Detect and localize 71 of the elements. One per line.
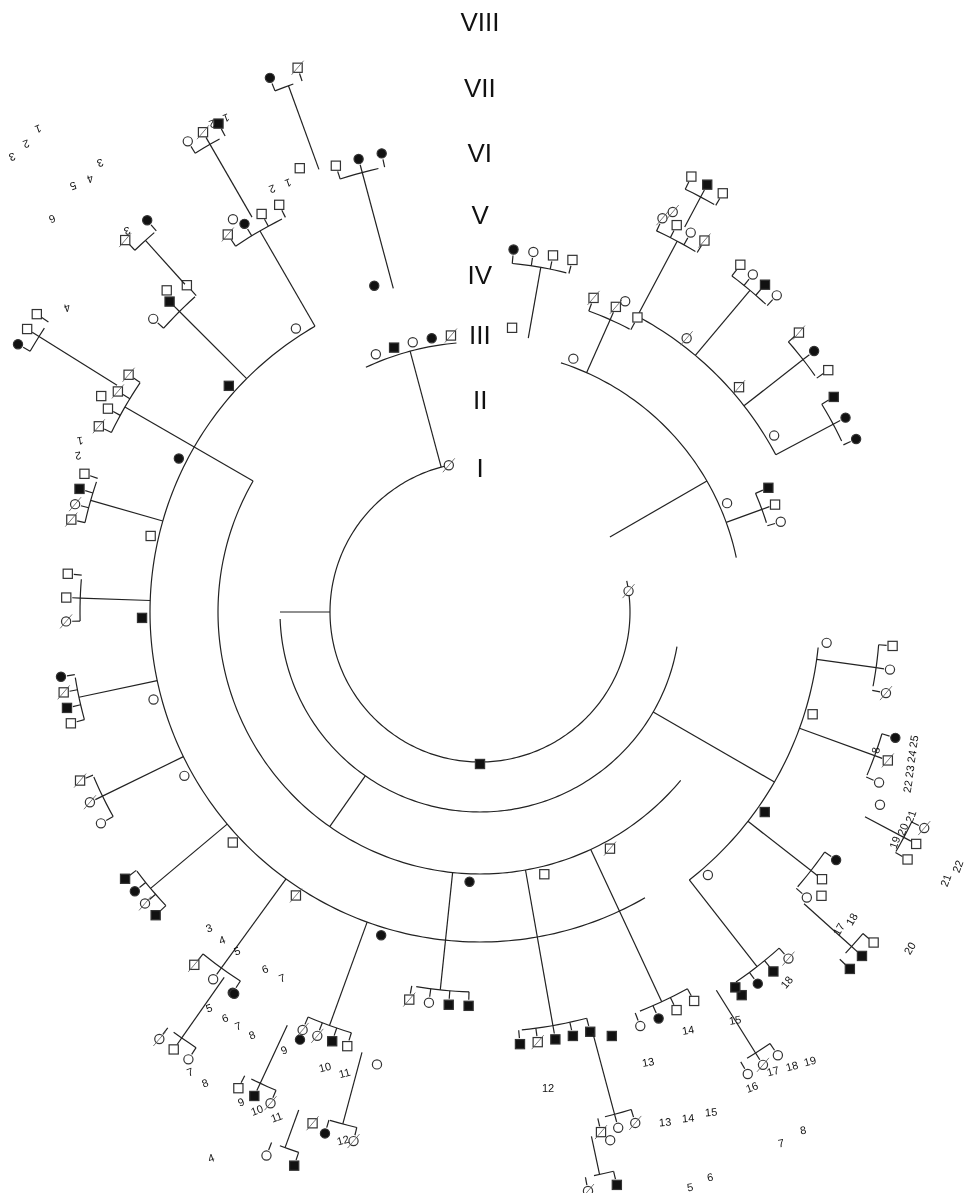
individual-number: 23 xyxy=(903,764,917,778)
generation-numeral: IV xyxy=(467,262,493,288)
individual-number: 7 xyxy=(233,1019,243,1033)
individual-number: 11 xyxy=(268,1109,284,1125)
individual-number: 25 xyxy=(907,734,921,748)
individual-number: 3 xyxy=(95,155,105,169)
individual-number: 1 xyxy=(283,175,293,189)
individual-number: 10 xyxy=(317,1060,333,1074)
individual-number: 3 xyxy=(122,223,132,237)
individual-number: 14 xyxy=(681,1023,696,1037)
individual-number: 4 xyxy=(62,300,72,314)
individual-number: 2 xyxy=(21,136,31,150)
individual-number: 6 xyxy=(220,1011,230,1025)
generation-numeral: II xyxy=(473,387,488,413)
individual-number: 24 xyxy=(905,749,919,763)
individual-number: 17 xyxy=(831,920,847,938)
individual-number: 16 xyxy=(744,1079,760,1095)
individual-number: 14 xyxy=(681,1112,695,1124)
individual-number: 4 xyxy=(85,171,95,185)
individual-number: 3 xyxy=(7,149,17,163)
individual-number: 13 xyxy=(658,1116,672,1128)
individual-number: 21 xyxy=(903,808,919,824)
individual-number: 12 xyxy=(335,1133,351,1147)
individual-number: 1 xyxy=(221,110,231,124)
individual-number: 1 xyxy=(76,434,85,446)
individual-number: 5 xyxy=(686,1181,695,1193)
individual-number: 20 xyxy=(902,939,918,957)
individual-number: 15 xyxy=(704,1106,718,1118)
individual-number: 8 xyxy=(870,746,882,754)
individual-number: 2 xyxy=(74,449,83,461)
individual-number: 5 xyxy=(232,944,242,958)
individual-number: 4 xyxy=(217,933,227,947)
individual-number: 21 xyxy=(938,872,954,888)
individual-number: 22 xyxy=(950,858,966,874)
generation-numeral: VIII xyxy=(460,9,500,35)
individual-number: 11 xyxy=(337,1066,352,1080)
generation-numeral: I xyxy=(476,455,484,481)
individual-number: 18 xyxy=(778,973,796,991)
individual-number: 2 xyxy=(207,116,217,130)
individual-number: 6 xyxy=(260,962,270,976)
individual-number: 19 xyxy=(887,834,903,850)
individual-number: 7 xyxy=(185,1065,195,1079)
individual-number: 22 xyxy=(901,779,915,793)
individual-number: 17 xyxy=(765,1064,781,1078)
individual-number: 3 xyxy=(204,921,214,935)
individual-number: 15 xyxy=(728,1013,743,1027)
individual-number: 8 xyxy=(247,1028,257,1042)
generation-numeral: VI xyxy=(467,140,493,166)
individual-number: 8 xyxy=(799,1124,808,1136)
individual-number: 2 xyxy=(267,181,277,195)
individual-number: 20 xyxy=(895,821,911,837)
generation-numeral: V xyxy=(471,202,489,228)
individual-number: 6 xyxy=(706,1171,715,1183)
individual-number: 8 xyxy=(200,1076,210,1090)
individual-number: 18 xyxy=(784,1059,800,1073)
individual-number: 6 xyxy=(47,211,57,225)
individual-number: 13 xyxy=(641,1055,656,1069)
generation-numeral: III xyxy=(469,322,491,348)
individual-number: 19 xyxy=(802,1054,818,1068)
individual-number: 5 xyxy=(204,1001,214,1015)
individual-number: 9 xyxy=(236,1095,246,1109)
individual-number: 18 xyxy=(844,910,860,928)
individual-number: 7 xyxy=(277,971,287,985)
individual-number: 4 xyxy=(206,1151,216,1165)
individual-number: 1 xyxy=(33,121,43,135)
individual-number: 5 xyxy=(68,178,78,192)
individual-number: 7 xyxy=(777,1137,786,1149)
individual-number: 9 xyxy=(279,1043,289,1057)
individual-number: 12 xyxy=(542,1082,555,1094)
generation-numeral: VII xyxy=(464,75,496,101)
individual-number: 10 xyxy=(249,1102,265,1118)
